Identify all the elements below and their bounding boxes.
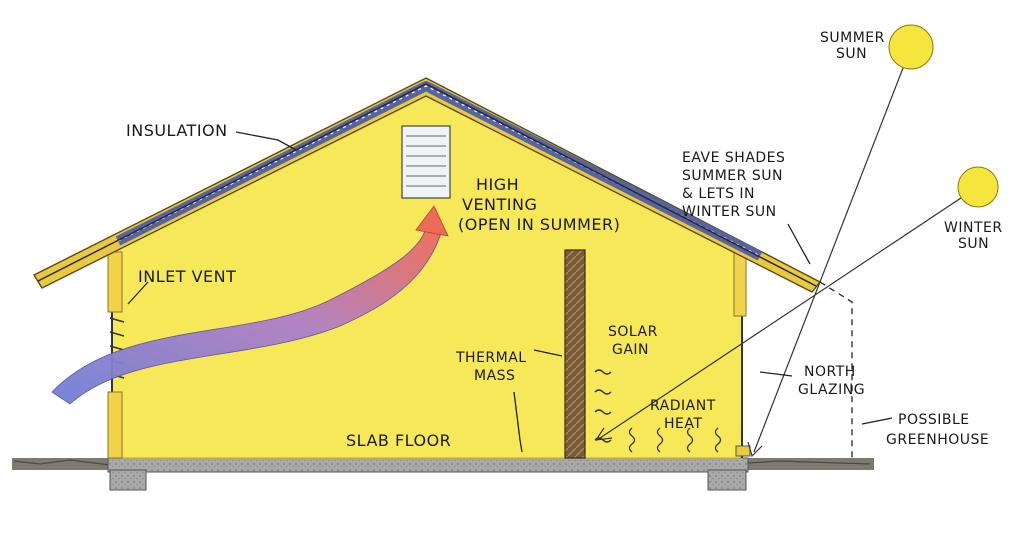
thermal-mass-label-line2: MASS <box>474 368 515 384</box>
louver-vent-icon <box>401 125 451 199</box>
possible-greenhouse-label-line2: GREENHOUSE <box>886 432 989 448</box>
roof <box>33 77 822 293</box>
insulation-label: INSULATION <box>126 121 228 140</box>
high-venting-label-line1: HIGH <box>476 175 519 194</box>
sun-rays <box>594 49 977 458</box>
summer-sun-label-line2: SUN <box>836 46 867 62</box>
solar-gain-label-line2: GAIN <box>612 342 649 358</box>
curved-arrow-icon <box>51 205 449 405</box>
eave-label-line4: WINTER SUN <box>682 204 777 220</box>
possible-greenhouse-label-line1: POSSIBLE <box>898 412 970 428</box>
eave-label-line3: & LETS IN <box>682 186 755 202</box>
radiant-heat-waves <box>628 427 722 453</box>
north-glazing-label-line2: GLAZING <box>798 382 865 398</box>
eave-label-line1: EAVE SHADES <box>682 150 785 166</box>
solar-gain-label-line1: SOLAR <box>608 324 658 340</box>
inlet-vent-label: INLET VENT <box>138 267 236 286</box>
north-glazing-label-line1: NORTH <box>804 364 856 380</box>
high-venting-label-line2: VENTING <box>462 195 537 214</box>
slab-floor-label: SLAB FLOOR <box>346 431 451 450</box>
high-venting-label-line3: (OPEN IN SUMMER) <box>458 215 620 234</box>
leader-lines <box>127 131 893 453</box>
thermal-mass-label-line1: THERMAL <box>455 350 527 366</box>
eave-label-line2: SUMMER SUN <box>682 168 783 184</box>
radiant-heat-label-line2: HEAT <box>664 416 702 432</box>
summer-sun-icon <box>888 24 934 70</box>
winter-sun-label-line2: SUN <box>958 236 989 252</box>
winter-sun-icon <box>957 166 999 208</box>
radiant-heat-label-line1: RADIANT <box>650 398 716 414</box>
winter-sun-label-line1: WINTER <box>944 220 1003 236</box>
summer-sun-label-line1: SUMMER <box>820 30 885 46</box>
thermal-mass-wall <box>564 249 586 459</box>
slab-floor <box>107 457 749 491</box>
